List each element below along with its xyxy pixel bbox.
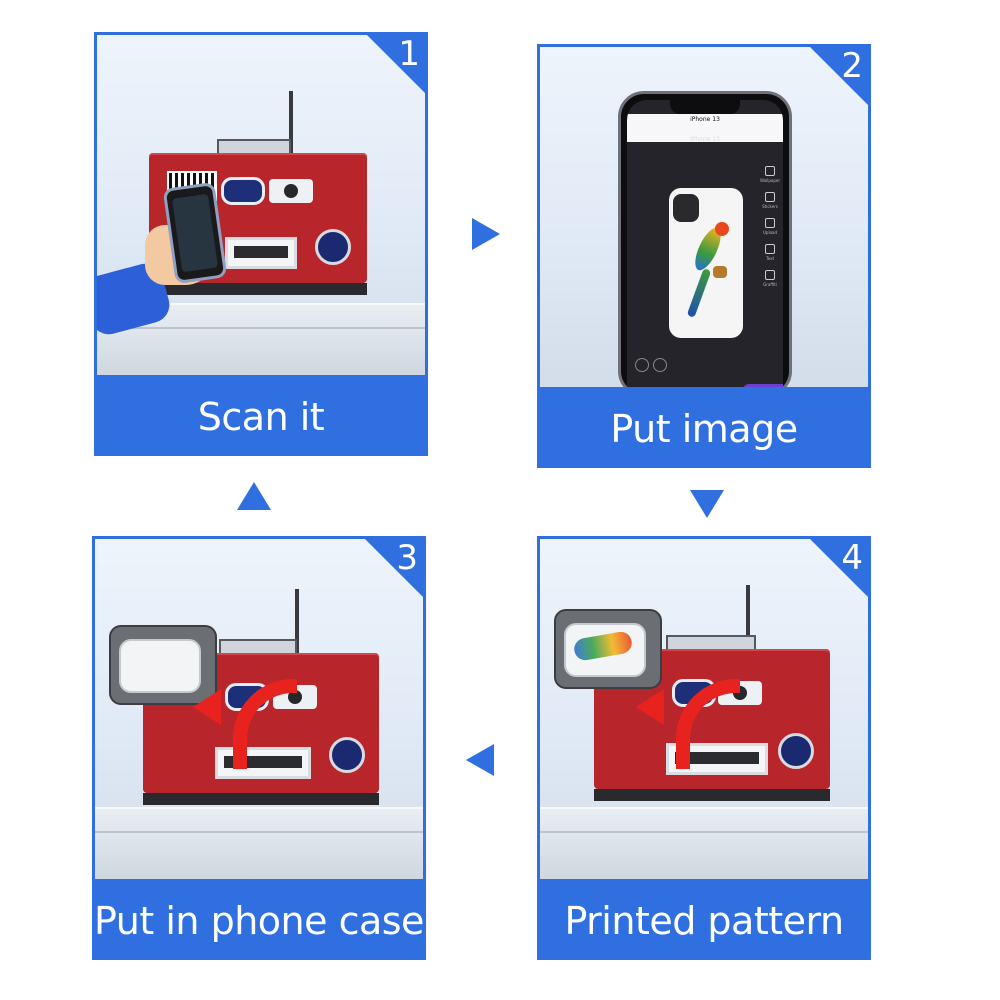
printer-port (329, 737, 365, 773)
stickers-icon (765, 192, 775, 202)
step-panel-2: iPhone 13 iPhone 13 Wallpaper Stickers U… (537, 44, 871, 468)
step-number: 2 (841, 46, 863, 86)
step-number: 3 (396, 538, 418, 578)
tool-upload[interactable]: Upload (759, 218, 781, 235)
printer-lid (666, 635, 756, 653)
printed-result-photo (540, 539, 868, 879)
printer-display (221, 177, 265, 205)
phone-app-photo: iPhone 13 iPhone 13 Wallpaper Stickers U… (540, 47, 868, 387)
redo-icon[interactable] (653, 358, 667, 372)
printer-lid (219, 639, 297, 657)
flow-arrow-left (466, 744, 494, 776)
flow-arrow-down (690, 490, 724, 518)
red-arrow-head (193, 689, 221, 725)
corner-tab (364, 32, 428, 96)
printer-keypad (269, 179, 313, 203)
printer-port (315, 229, 351, 265)
step-caption: Scan it (197, 395, 325, 439)
case-preview (669, 188, 743, 338)
flow-arrow-up (237, 482, 271, 510)
phone-title: iPhone 13 (690, 116, 720, 123)
step-number: 4 (841, 538, 863, 578)
step-panel-4: 4 Printed pattern (537, 536, 871, 960)
load-case-photo (95, 539, 423, 879)
print-slot (225, 237, 297, 269)
table (95, 807, 423, 879)
corner-tab (807, 536, 871, 600)
app-bar (627, 114, 783, 142)
corner-tab (807, 44, 871, 108)
phone-screen: iPhone 13 iPhone 13 Wallpaper Stickers U… (627, 100, 783, 387)
upload-icon (765, 218, 775, 228)
perch (713, 266, 727, 278)
parrot-tail (686, 268, 712, 318)
corner-tab (362, 536, 426, 600)
antenna (746, 585, 750, 655)
tool-text[interactable]: Text (759, 244, 781, 261)
table (540, 807, 868, 879)
tool-wallpaper[interactable]: Wallpaper (759, 166, 781, 183)
camera-icon (673, 194, 699, 222)
flow-arrow-right (472, 218, 500, 250)
parrot-head (715, 222, 729, 236)
step-number: 1 (398, 34, 420, 74)
step-panel-1: 1 Scan it (94, 32, 428, 456)
step-caption: Put image (610, 407, 798, 451)
step-caption: Printed pattern (564, 899, 844, 943)
step-caption: Put in phone case (94, 899, 424, 943)
editor-title: iPhone 13 (690, 136, 720, 143)
phone: iPhone 13 iPhone 13 Wallpaper Stickers U… (618, 91, 792, 387)
text-icon (765, 244, 775, 254)
tool-stickers[interactable]: Stickers (759, 192, 781, 209)
wallpaper-icon (765, 166, 775, 176)
red-arrow-head (636, 689, 664, 725)
antenna (295, 589, 299, 659)
tool-graffiti[interactable]: Graffiti (759, 270, 781, 287)
action-button[interactable] (743, 384, 783, 387)
graffiti-icon (765, 270, 775, 280)
zoom-inset (554, 609, 662, 689)
printer-lid (217, 139, 291, 157)
step-panel-3: 3 Put in phone case (92, 536, 426, 960)
antenna (289, 91, 293, 161)
printer-port (778, 733, 814, 769)
undo-icon[interactable] (635, 358, 649, 372)
